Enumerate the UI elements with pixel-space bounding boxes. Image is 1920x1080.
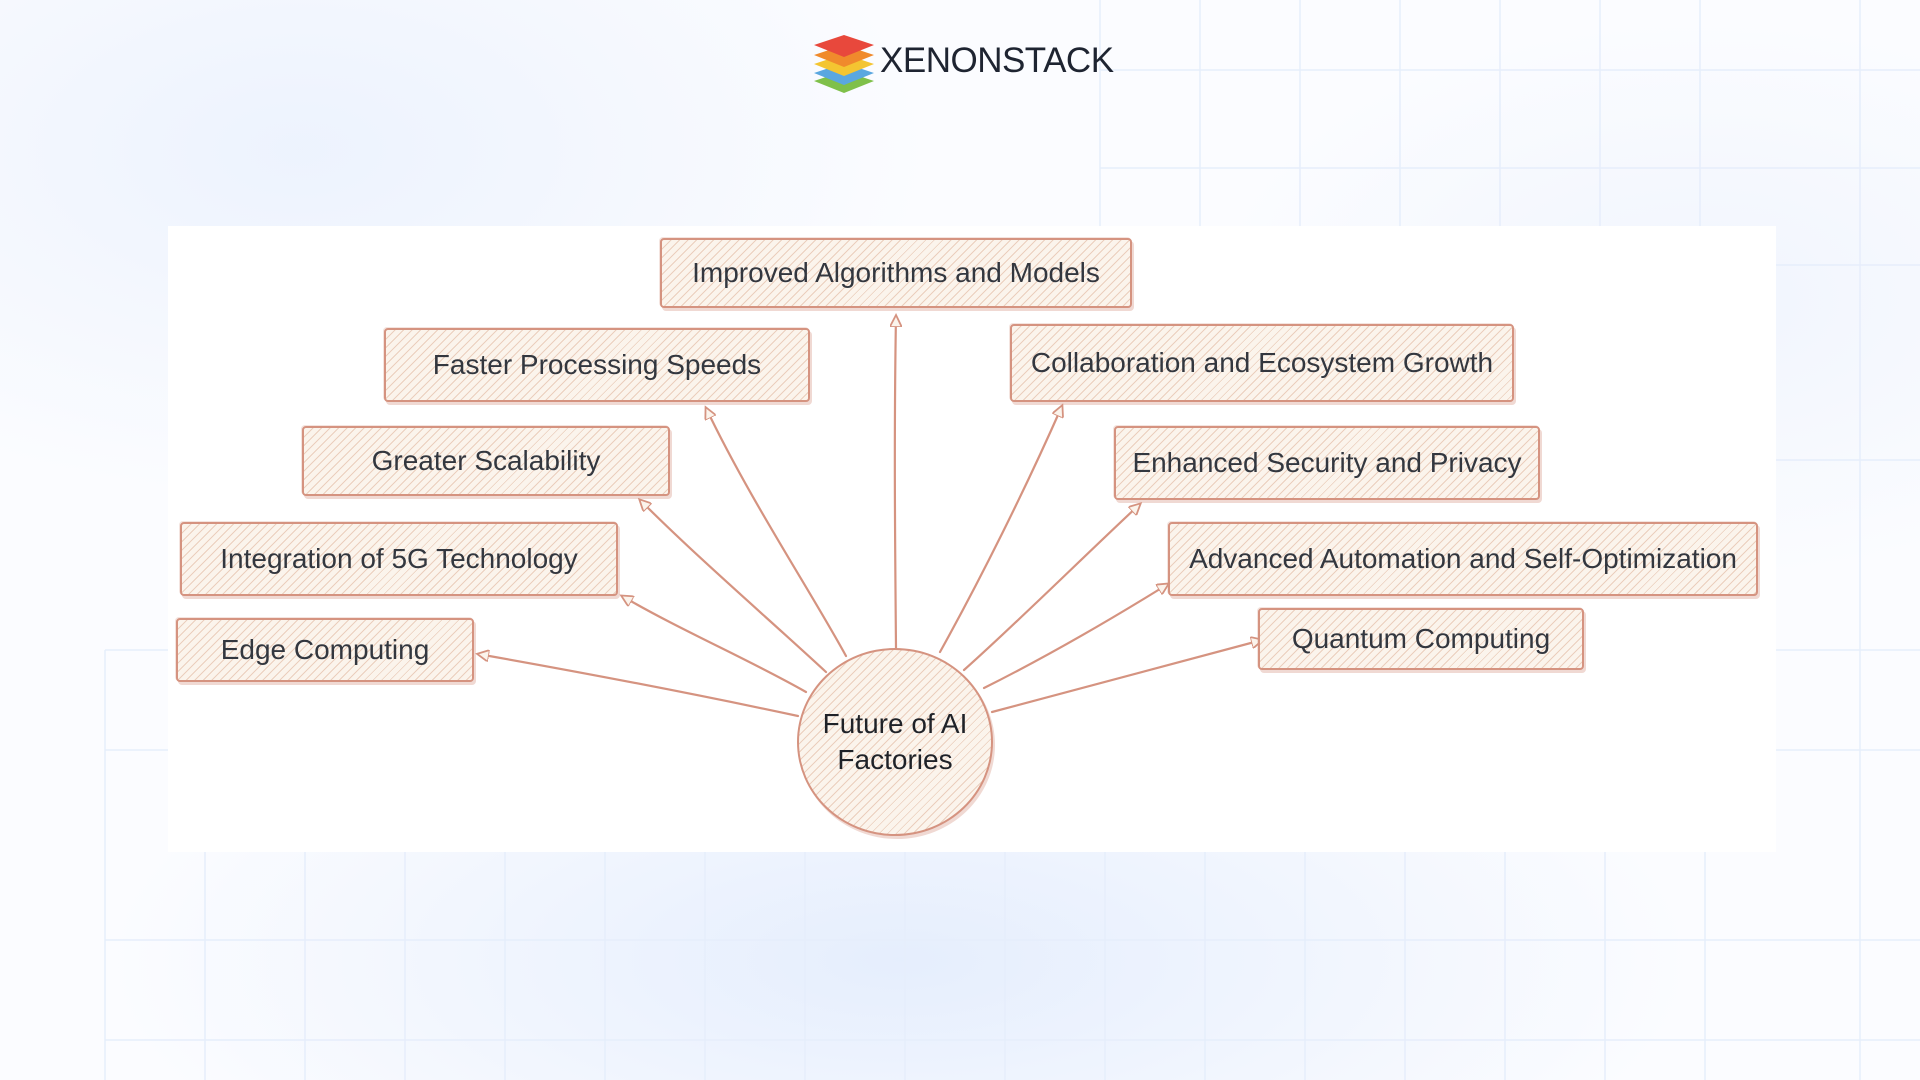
node-collaboration: Collaboration and Ecosystem Growth	[1010, 324, 1514, 402]
arrow-to-edge-computing	[478, 654, 800, 718]
brand-logo[interactable]: XENONSTACK	[812, 26, 1114, 96]
node-advanced-automation: Advanced Automation and Self-Optimizatio…	[1168, 522, 1758, 596]
arrow-to-collaboration	[938, 406, 1062, 654]
node-label: Faster Processing Speeds	[432, 349, 762, 380]
node-greater-scalability: Greater Scalability	[302, 426, 670, 496]
hub-label: Future of AI Factories	[822, 708, 968, 775]
node-label: Integration of 5G Technology	[220, 543, 578, 574]
node-quantum-computing: Quantum Computing	[1258, 608, 1584, 670]
hub-node-future-of-ai-factories: Future of AI Factories	[797, 648, 993, 836]
node-label: Enhanced Security and Privacy	[1132, 447, 1522, 478]
arrow-to-enhanced-security	[962, 504, 1140, 672]
node-label: Edge Computing	[220, 634, 430, 665]
node-5g-technology: Integration of 5G Technology	[180, 522, 618, 596]
arrow-to-faster-processing	[706, 408, 848, 658]
arrow-to-5g-technology	[622, 596, 808, 694]
node-label: Advanced Automation and Self-Optimizatio…	[1189, 543, 1737, 574]
node-label: Collaboration and Ecosystem Growth	[1030, 347, 1494, 378]
node-label: Improved Algorithms and Models	[692, 257, 1100, 288]
arrow-to-greater-scalability	[640, 500, 828, 674]
node-enhanced-security: Enhanced Security and Privacy	[1114, 426, 1540, 500]
node-faster-processing: Faster Processing Speeds	[384, 328, 810, 402]
brand-name: XENONSTACK	[880, 41, 1114, 80]
arrow-to-improved-algorithms	[895, 316, 896, 650]
node-label: Quantum Computing	[1291, 623, 1551, 654]
arrow-to-quantum-computing	[990, 640, 1262, 714]
node-improved-algorithms: Improved Algorithms and Models	[660, 238, 1132, 308]
stacked-layers-logo-icon	[814, 35, 874, 93]
arrow-to-advanced-automation	[982, 584, 1168, 690]
node-edge-computing: Edge Computing	[176, 618, 474, 682]
node-label: Greater Scalability	[371, 445, 601, 476]
